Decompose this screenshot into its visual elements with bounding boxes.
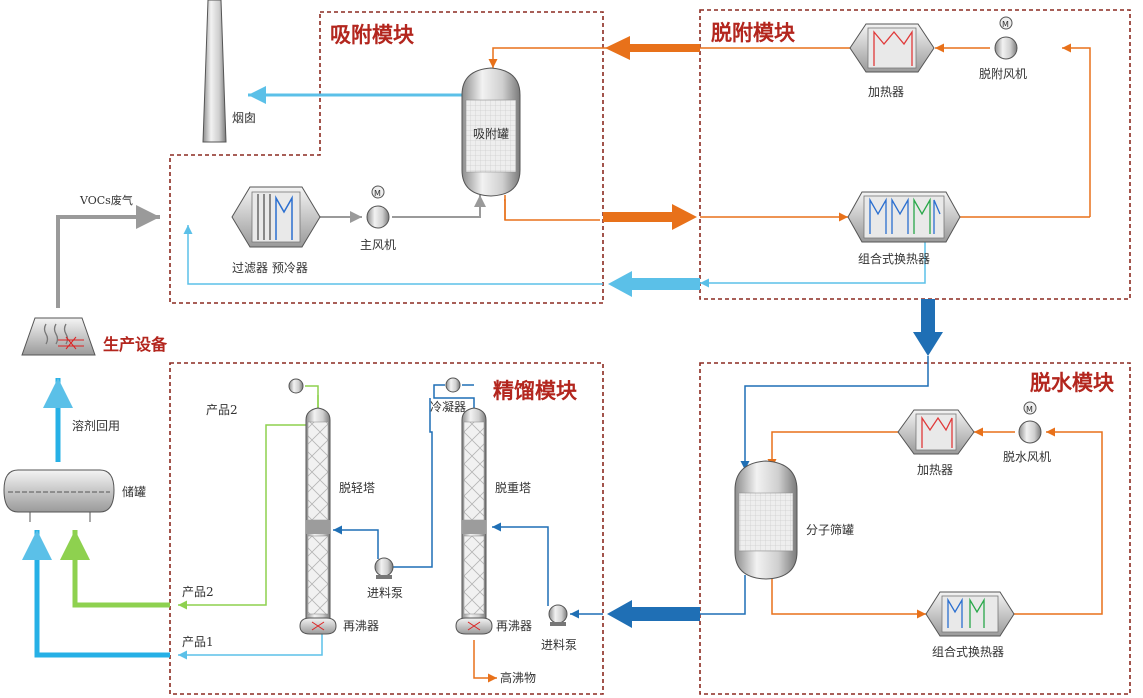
dehydration-fan-label: 脱水风机 (1003, 449, 1051, 464)
heavy-tower-label: 脱重塔 (495, 480, 531, 495)
high-boilers-label: 高沸物 (500, 670, 536, 685)
dehydration-module-border (699, 362, 1131, 695)
condenser (445, 377, 461, 393)
voc-gas-pipe (56, 205, 160, 308)
rectification-module-border (169, 362, 604, 695)
big-lightblue-arrow-left (608, 271, 700, 297)
right-loop-orange (1062, 43, 1091, 217)
big-orange-arrow-right (603, 204, 697, 230)
return-to-filter-blue (183, 225, 603, 285)
adsorption-module-border (169, 11, 604, 304)
dehyd-to-rect-blue (700, 575, 746, 615)
voc-gas-label: VOCs废气 (79, 193, 133, 207)
light-tower-top-fan (288, 378, 304, 394)
desorption-heater-label: 加热器 (868, 85, 904, 99)
heavy-reboiler-label: 再沸器 (496, 619, 532, 633)
product1-lightblue (178, 630, 323, 660)
heavy-reboiler (455, 617, 493, 635)
production-equipment (21, 317, 96, 356)
hx-to-dehyd-blue (740, 356, 929, 470)
rectification-module-title: 精馏模块 (493, 379, 578, 403)
chimney (202, 0, 227, 143)
product2-return-pipe (60, 530, 170, 608)
feed-pump-mid-label: 进料泵 (367, 586, 403, 600)
desorption-module-title: 脱附模块 (711, 21, 796, 45)
pump-to-light-tower (333, 525, 379, 559)
condenser-to-pump (393, 398, 433, 568)
dehydration-module-title: 脱水模块 (1030, 371, 1115, 395)
combined-hx-bottom (925, 591, 1015, 637)
adsorption-module-title: 吸附模块 (330, 23, 415, 47)
product2-top-green (178, 395, 319, 610)
big-orange-arrow-left (605, 36, 700, 60)
dehyd-bottom-orange (771, 575, 926, 619)
molecular-sieve-tank-label: 分子筛罐 (806, 522, 854, 537)
dehydration-fan: M (1018, 401, 1042, 444)
condenser-label: 冷凝器 (430, 399, 466, 414)
hx-blue-return (700, 240, 926, 288)
feed-pump-right-label: 进料泵 (541, 638, 577, 652)
product2-side-label: 产品2 (182, 585, 214, 599)
desorption-heater (849, 23, 935, 73)
dehydration-heater (897, 409, 975, 455)
big-blue-arrow-left (607, 600, 700, 628)
solvent-return-label: 溶剂回用 (72, 418, 120, 433)
molecular-sieve-tank (734, 460, 798, 580)
fan-to-adsorber-pipe (392, 195, 486, 218)
main-fan: M (366, 185, 390, 229)
light-reboiler-label: 再沸器 (343, 619, 379, 633)
big-blue-arrow-down (913, 299, 943, 356)
main-fan-motor-icon: M (374, 189, 381, 198)
adsorption-tank (461, 67, 521, 197)
dehyd-orange-top (767, 431, 898, 468)
filter-precooler (231, 186, 321, 248)
storage-tank-label: 储罐 (122, 484, 146, 499)
desorb-fan-label: 脱附风机 (979, 66, 1027, 81)
light-tower-label: 脱轻塔 (339, 480, 375, 495)
light-reboiler (299, 617, 337, 635)
product1-return-pipe (22, 530, 170, 658)
adsorber-bottom-orange (504, 195, 600, 221)
heavy-top-to-condenser (433, 384, 475, 418)
combined-hx-top (847, 191, 961, 243)
product1-side-label: 产品1 (182, 635, 214, 649)
feed-pump-right (548, 604, 568, 626)
combined-hx-top-label: 组合式换热器 (858, 251, 930, 266)
feed-pump-mid (374, 557, 394, 579)
adsorption-tank-label: 吸附罐 (473, 127, 509, 141)
storage-tank (3, 469, 115, 522)
to-high-boilers (473, 640, 497, 683)
main-fan-label: 主风机 (360, 238, 396, 252)
production-equipment-label: 生产设备 (103, 335, 168, 354)
heavy-tower (461, 407, 487, 634)
desorption-module-border (699, 9, 1131, 300)
dehydration-heater-label: 加热器 (917, 463, 953, 477)
desorb-fan-motor-icon: M (1002, 20, 1009, 29)
combined-hx-bottom-label: 组合式换热器 (932, 644, 1004, 659)
desorb-fan: M (994, 16, 1018, 60)
filter-precooler-label: 过滤器 预冷器 (232, 261, 308, 275)
dehyd-right-loop (990, 427, 1103, 615)
chimney-label: 烟囱 (232, 111, 256, 125)
feed-pump-to-heavy-tower (492, 522, 549, 606)
light-tower (305, 407, 331, 634)
dehyd-fan-motor-icon: M (1026, 405, 1033, 414)
adsorber-top-orange (488, 47, 508, 68)
product2-top-label: 产品2 (206, 403, 238, 417)
